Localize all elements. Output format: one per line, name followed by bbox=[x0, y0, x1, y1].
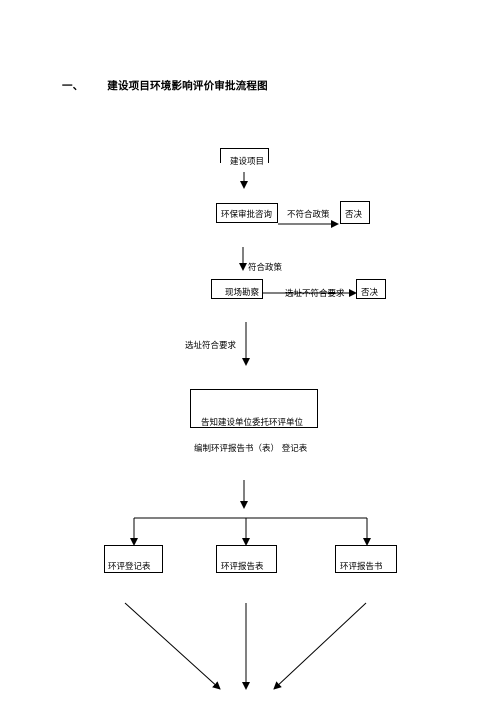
node-report-form-label: 环评报告表 bbox=[221, 562, 264, 572]
label-compile: 编制环评报告书（表） 登记表 bbox=[194, 444, 308, 454]
node-project: 建设项目 bbox=[220, 148, 269, 167]
label-policy-ok: 符合政策 bbox=[248, 263, 283, 273]
merge-right bbox=[273, 602, 367, 690]
heading-number: 一、 bbox=[62, 80, 84, 92]
node-registration-form: 环评登记表 bbox=[104, 545, 163, 573]
node-reject-2-label: 否决 bbox=[361, 288, 379, 298]
merge-left bbox=[124, 602, 221, 690]
node-survey: 现场勘察 bbox=[211, 279, 263, 299]
node-project-label: 建设项目 bbox=[230, 157, 265, 167]
label-site-fail: 选址不符合要求 bbox=[285, 289, 345, 299]
node-consult-label: 环保审批咨询 bbox=[221, 210, 273, 220]
label-policy-fail: 不符合政策 bbox=[287, 210, 330, 220]
heading-title: 建设项目环境影响评价审批流程图 bbox=[107, 80, 268, 92]
node-reject-1: 否决 bbox=[340, 201, 370, 224]
node-reject-1-label: 否决 bbox=[345, 210, 363, 220]
node-report-book-label: 环评报告书 bbox=[340, 562, 383, 572]
node-reject-2: 否决 bbox=[356, 279, 386, 299]
node-report-form: 环评报告表 bbox=[216, 545, 277, 573]
node-registration-form-label: 环评登记表 bbox=[108, 562, 151, 572]
node-notify-label: 告知建设单位委托环评单位 bbox=[201, 418, 304, 428]
node-notify: 告知建设单位委托环评单位 bbox=[190, 389, 318, 428]
node-report-book: 环评报告书 bbox=[335, 545, 397, 573]
label-site-ok: 选址符合要求 bbox=[185, 341, 237, 351]
node-consult: 环保审批咨询 bbox=[216, 203, 278, 223]
page-heading: 一、 建设项目环境影响评价审批流程图 bbox=[62, 78, 268, 93]
node-survey-label: 现场勘察 bbox=[225, 288, 260, 298]
